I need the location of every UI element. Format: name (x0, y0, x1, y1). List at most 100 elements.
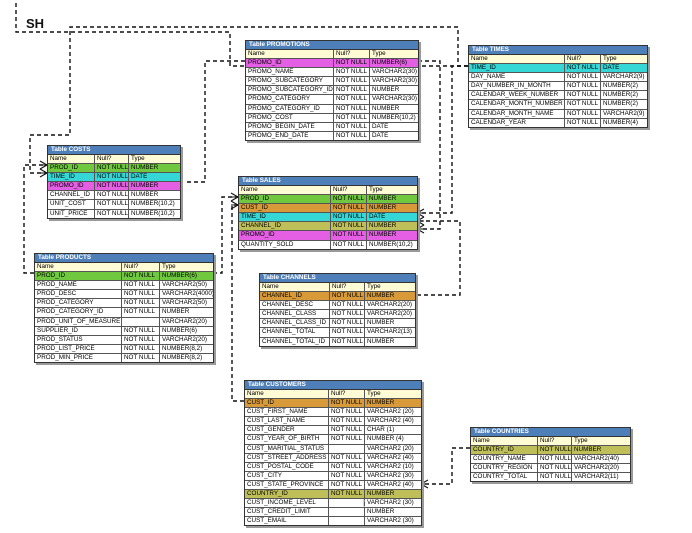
cell-null: NOT NULL (329, 435, 365, 444)
cell-type: NUMBER (367, 292, 395, 300)
cell-type: NUMBER(2) (603, 91, 638, 99)
cell-type: NUMBER (131, 191, 159, 199)
cell-type: VARCHAR2(20) (162, 317, 208, 325)
cell-name: PROD_ID (239, 195, 331, 204)
cell-name: PROMO_ID (48, 182, 95, 191)
cell-name: COUNTRY_TOTAL (471, 473, 538, 482)
cell-type: NUMBER (367, 337, 395, 345)
cell-name: CUST_YEAR_OF_BIRTH (245, 435, 329, 444)
cell-null (329, 444, 365, 453)
cell-name: CALENDAR_YEAR (469, 118, 565, 127)
column-header: Name (246, 50, 334, 59)
crow-foot-sales-prod (230, 192, 239, 202)
cell-type: VARCHAR2 (20) (367, 408, 414, 416)
crow-foot-sales-cust (230, 200, 239, 210)
cell-null: NOT NULL (329, 408, 365, 417)
table-title: Table PRODUCTS (35, 254, 213, 263)
cell-name: CUST_CREDIT_LIMIT (245, 508, 329, 517)
cell-type: NUMBER (131, 164, 159, 172)
cell-type: NUMBER (372, 104, 400, 112)
cell-type: DATE (603, 64, 620, 72)
cell-type: NUMBER (369, 204, 397, 212)
watermark: t (362, 496, 369, 510)
cell-null: NOT NULL (334, 104, 370, 113)
cell-name: CUST_STATE_PROVINCE (245, 480, 329, 490)
cell-name: PROMO_CATEGORY (246, 95, 334, 104)
table-title: Table COUNTRIES (471, 428, 630, 437)
cell-null: NOT NULL (329, 399, 365, 408)
cell-null: NOT NULL (331, 213, 367, 222)
